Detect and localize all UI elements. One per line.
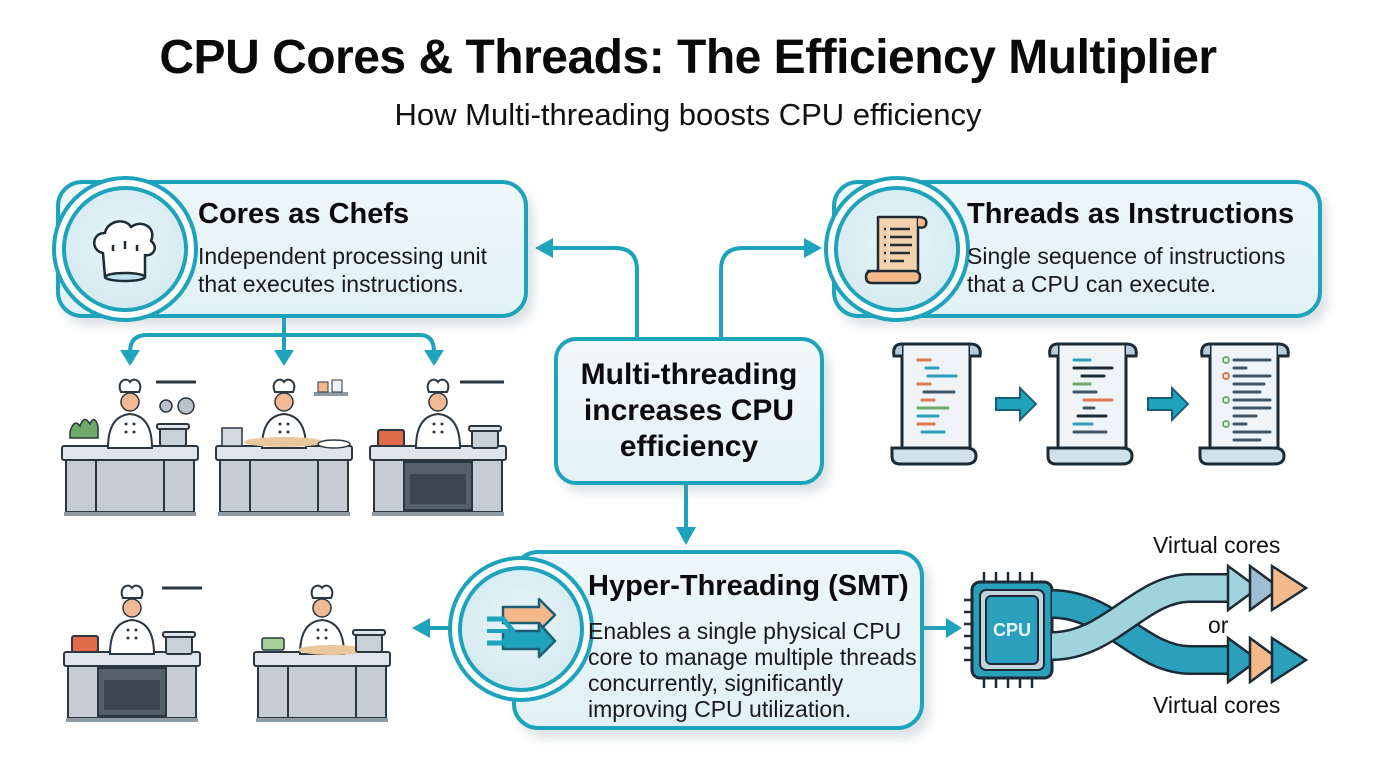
cores-card-text-line2: that executes instructions. (198, 271, 464, 297)
center-line1: Multi-threading (580, 358, 798, 391)
cores-card-text-line1: Independent processing unit (198, 243, 487, 269)
cores-badge (52, 176, 198, 322)
virtual-cores-or-label: or (1208, 612, 1229, 638)
center-line3: efficiency (619, 430, 759, 463)
smt-badge (448, 556, 594, 702)
page-title: CPU Cores & Threads: The Efficiency Mult… (159, 31, 1217, 84)
cpu-chip-label: CPU (993, 620, 1031, 640)
kitchen-illustrations-top (61, 378, 507, 517)
threads-card-text-line2: that a CPU can execute. (967, 271, 1217, 297)
smt-card-text-line1: Enables a single physical CPU (588, 618, 902, 644)
merge-arrows-icon (487, 597, 557, 659)
kitchen-illustrations-bottom (63, 584, 391, 723)
virtual-cores-top-label: Virtual cores (1153, 532, 1281, 558)
smt-card-title: Hyper-Threading (SMT) (588, 570, 909, 602)
threads-badge (824, 176, 970, 322)
smt-card-text-line3: concurrently, significantly (588, 670, 844, 696)
thread-scrolls-illustration (890, 342, 1290, 466)
page-subtitle: How Multi-threading boosts CPU efficienc… (394, 97, 982, 132)
center-line2: increases CPU (583, 394, 795, 427)
cpu-virtual-cores-diagram: CPU (964, 563, 1309, 688)
threads-card-title: Threads as Instructions (967, 198, 1295, 230)
chef-hat-icon (93, 220, 156, 283)
threads-card-text-line1: Single sequence of instructions (967, 243, 1286, 269)
scroll-icon (864, 215, 928, 285)
virtual-cores-bottom-label: Virtual cores (1153, 692, 1281, 718)
multithreading-center-box: Multi-threading increases CPU efficiency (554, 337, 824, 485)
smt-card-text-line4: improving CPU utilization. (588, 696, 852, 722)
smt-card-text-line2: core to manage multiple threads (588, 644, 917, 670)
cores-card-title: Cores as Chefs (198, 198, 410, 230)
